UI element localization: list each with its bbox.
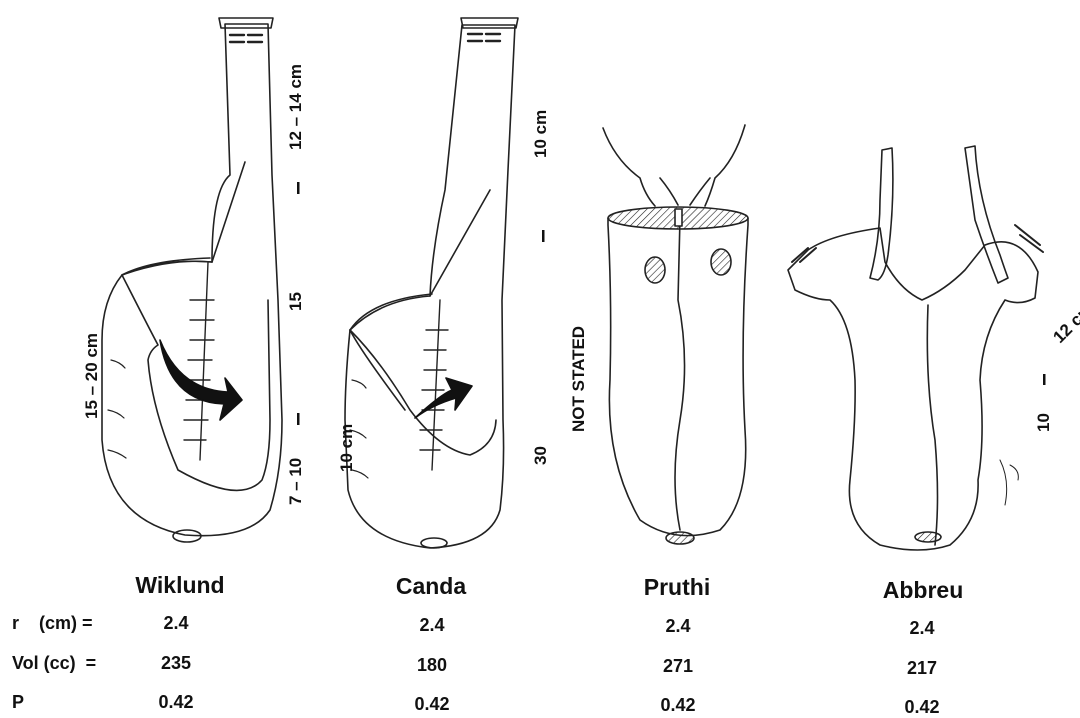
value-volume-wiklund: 235 (116, 653, 236, 674)
pruthi-dimensions: NOT STATED (569, 326, 588, 432)
value-volume-abbreu: 217 (862, 658, 982, 679)
value-radius-pruthi: 2.4 (618, 616, 738, 637)
abbreu-dimensions: 12 cm 10 (1034, 299, 1080, 432)
canda-label-10cm-top: 10 cm (531, 110, 550, 158)
abbreu-pouch-drawing (788, 146, 1043, 550)
value-p-abbreu: 0.42 (862, 697, 982, 718)
canda-label-10cm-left: 10 cm (337, 424, 356, 472)
value-volume-pruthi: 271 (618, 656, 738, 677)
wiklund-label-15: 15 (286, 292, 305, 311)
wiklund-label-15-20cm: 15 – 20 cm (82, 333, 101, 419)
pouch-name-abbreu: Abbreu (823, 577, 1023, 604)
value-p-canda: 0.42 (372, 694, 492, 715)
value-p-wiklund: 0.42 (116, 692, 236, 713)
pouch-name-canda: Canda (331, 573, 531, 600)
pruthi-label-not-stated: NOT STATED (569, 326, 588, 432)
canda-dimensions: 10 cm 10 cm 30 (337, 110, 550, 472)
wiklund-label-7-10: 7 – 10 (286, 458, 305, 505)
value-p-pruthi: 0.42 (618, 695, 738, 716)
wiklund-pouch-drawing (102, 18, 282, 542)
row-label-radius: r (cm) = (12, 613, 93, 634)
value-volume-canda: 180 (372, 655, 492, 676)
canda-label-30: 30 (531, 446, 550, 465)
pouch-name-pruthi: Pruthi (577, 574, 777, 601)
value-radius-abbreu: 2.4 (862, 618, 982, 639)
canda-pouch-drawing (345, 18, 518, 548)
abbreu-label-12cm: 12 cm (1049, 299, 1080, 347)
wiklund-label-12-14cm: 12 – 14 cm (286, 64, 305, 150)
row-label-volume: Vol (cc) = (12, 653, 96, 674)
pouch-name-wiklund: Wiklund (80, 572, 280, 599)
pruthi-pouch-drawing (603, 125, 748, 544)
value-radius-canda: 2.4 (372, 615, 492, 636)
value-radius-wiklund: 2.4 (116, 613, 236, 634)
abbreu-label-10: 10 (1034, 413, 1053, 432)
row-label-p: P (12, 692, 24, 713)
